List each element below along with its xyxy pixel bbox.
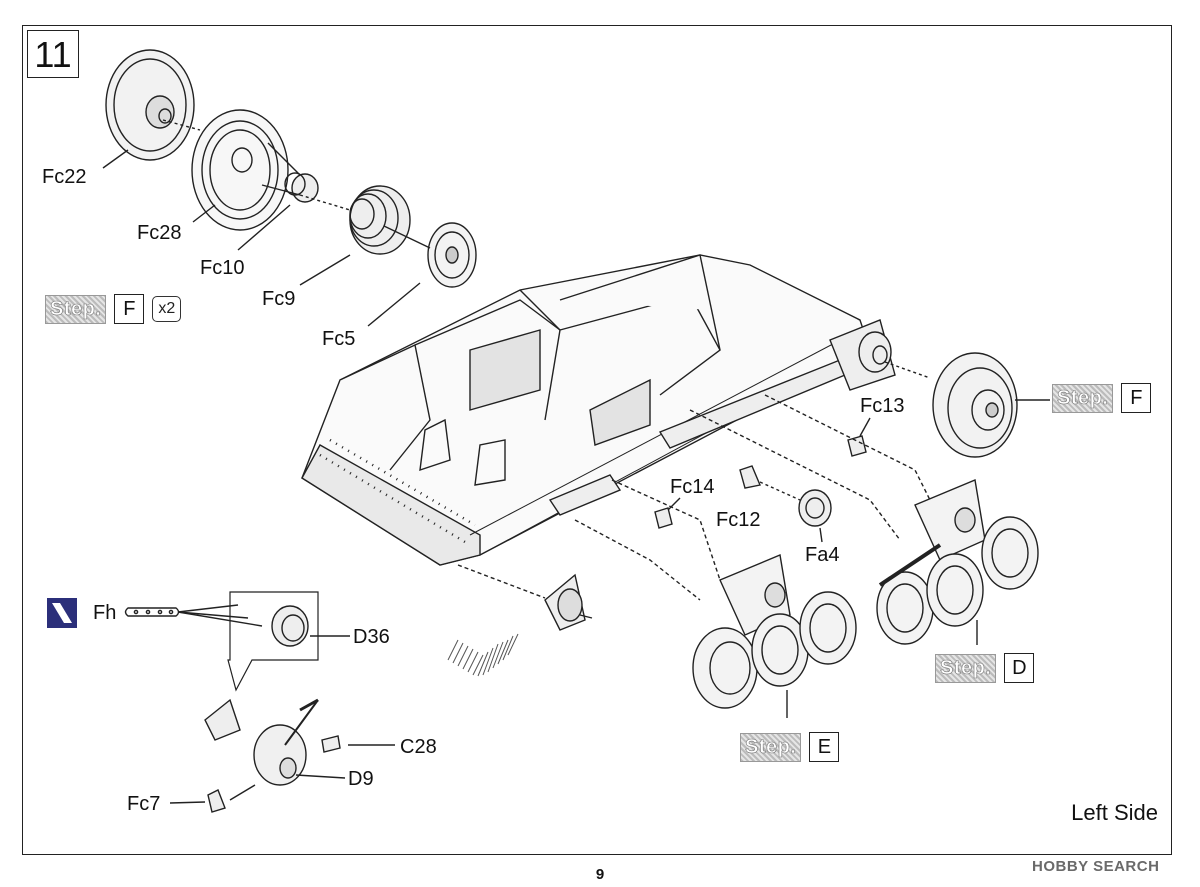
- step-letter: F: [114, 294, 145, 324]
- step-letter: D: [1004, 653, 1035, 683]
- instruction-frame: [22, 25, 1172, 855]
- step-letter: E: [809, 732, 840, 762]
- watermark-logo: HOBBY SEARCH: [1032, 858, 1160, 875]
- step-number: 11: [27, 30, 79, 78]
- part-d36: [271, 605, 309, 647]
- sprocket-ring-fc28: [191, 109, 289, 231]
- bogie-rear: [876, 479, 1039, 645]
- bump-stop-fc13: [847, 435, 867, 457]
- page-number: 9: [595, 866, 605, 883]
- label-fc22: Fc22: [42, 166, 87, 188]
- direction-arrow-icon: [447, 633, 519, 677]
- label-fh: Fh: [93, 602, 117, 624]
- hub-cap-fc5: [427, 222, 477, 288]
- step-word: Step.: [45, 294, 107, 324]
- step-word: Step.: [1052, 383, 1114, 413]
- hull: [301, 254, 896, 566]
- label-fc9: Fc9: [262, 288, 296, 310]
- step-ref-f-right: Step. F: [1052, 383, 1152, 413]
- step-ref-d: Step. D: [935, 653, 1035, 683]
- spacer-fc10: [284, 172, 319, 203]
- step-ref-e: Step. E: [740, 732, 840, 762]
- spacer-ring-fc9: [349, 185, 411, 255]
- photo-etch-icon: [47, 598, 77, 628]
- photo-etch-part-fh: [124, 607, 180, 617]
- label-fa4: Fa4: [805, 544, 840, 566]
- part-c28: [321, 735, 341, 753]
- label-d36: D36: [353, 626, 390, 648]
- label-c28: C28: [400, 736, 437, 758]
- sprocket-wheel-assembly: [932, 352, 1018, 458]
- bracket-fc12: [739, 465, 761, 489]
- step-word: Step.: [740, 732, 802, 762]
- label-fc14: Fc14: [670, 476, 715, 498]
- label-d9: D9: [348, 768, 374, 790]
- bump-stop-fc14: [654, 507, 673, 529]
- step-word: Step.: [935, 653, 997, 683]
- label-fc10: Fc10: [200, 257, 245, 279]
- part-fc7: [207, 789, 226, 813]
- multiplier-badge: x2: [152, 296, 182, 322]
- label-fc12: Fc12: [716, 509, 761, 531]
- step-ref-f-top: Step. F x2: [45, 294, 182, 324]
- roller-fa4: [798, 489, 832, 527]
- label-fc7: Fc7: [127, 793, 161, 815]
- bogie-front: [692, 554, 857, 709]
- sprocket-hub-fc22: [105, 49, 195, 161]
- part-d9: [204, 698, 307, 786]
- side-label: Left Side: [1071, 800, 1158, 825]
- label-fc5: Fc5: [322, 328, 356, 350]
- step-letter: F: [1121, 383, 1152, 413]
- idler-mount: [544, 573, 593, 631]
- label-fc28: Fc28: [137, 222, 182, 244]
- label-fc13: Fc13: [860, 395, 905, 417]
